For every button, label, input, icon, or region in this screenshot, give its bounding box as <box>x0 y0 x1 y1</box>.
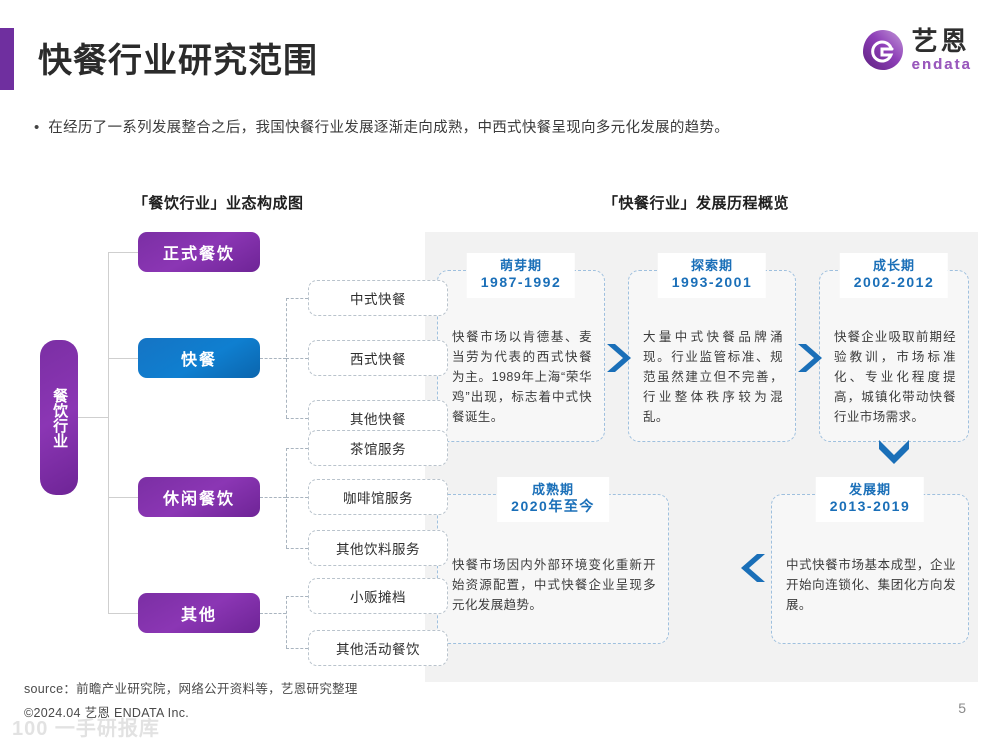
timeline-card-stage-4[interactable]: 发展期 2013-2019 中式快餐市场基本成型，企业开始向连锁化、集团化方向发… <box>771 477 969 644</box>
fastfood-timeline-panel: 萌芽期 1987-1992 快餐市场以肯德基、麦当劳为代表的西式快餐为主。198… <box>425 232 978 682</box>
tree-root-stem <box>78 417 108 418</box>
page-number: 5 <box>958 700 966 716</box>
timeline-card-stage-5[interactable]: 成熟期 2020年至今 快餐市场因内外部环境变化重新开始资源配置，中式快餐企业呈… <box>437 477 669 644</box>
tree-leaf-other-beverage[interactable]: 其他饮料服务 <box>308 530 448 566</box>
leaf-line-other-fastfood <box>286 418 308 419</box>
tree-leaf-event-catering[interactable]: 其他活动餐饮 <box>308 630 448 666</box>
restaurant-industry-tree: 餐饮行业 正式餐饮 快餐 休闲餐饮 其他 中式快餐 西式快餐 其他快餐 茶馆服务… <box>30 230 448 685</box>
arrow-right-icon-1 <box>605 342 631 379</box>
leaf-line-western-fastfood <box>286 358 308 359</box>
timeline-card-stage-3[interactable]: 成长期 2002-2012 快餐企业吸取前期经验教训，市场标准化、专业化程度提高… <box>819 253 969 442</box>
tree-leaf-western-fastfood[interactable]: 西式快餐 <box>308 340 448 376</box>
timeline-stage-body-5: 快餐市场因内外部环境变化重新开始资源配置，中式快餐企业呈现多元化发展趋势。 <box>452 558 656 612</box>
tree-node-fast-food[interactable]: 快餐 <box>138 338 260 378</box>
timeline-card-header-1: 萌芽期 1987-1992 <box>466 253 576 298</box>
leaf-spine-other <box>286 596 287 648</box>
timeline-stage-years-5: 2020年至今 <box>511 498 595 515</box>
leaf-spine-leisure <box>286 448 287 548</box>
timeline-stage-years-4: 2013-2019 <box>829 498 911 515</box>
timeline-stage-name-1: 萌芽期 <box>499 258 543 273</box>
timeline-stage-body-4: 中式快餐市场基本成型，企业开始向连锁化、集团化方向发展。 <box>786 558 956 612</box>
leaf-stem-fastfood <box>260 358 286 359</box>
timeline-card-header-2: 探索期 1993-2001 <box>657 253 767 298</box>
leaf-stem-leisure <box>260 497 286 498</box>
logo-text-cn: 艺恩 <box>911 26 970 56</box>
copyright-note: ©2024.04 艺恩 ENDATA Inc. <box>24 706 190 720</box>
tree-leaf-cafe[interactable]: 咖啡馆服务 <box>308 479 448 515</box>
timeline-stage-years-1: 1987-1992 <box>480 274 562 291</box>
logo-text-en: endata <box>911 56 972 73</box>
tree-node-formal-dining[interactable]: 正式餐饮 <box>138 232 260 272</box>
timeline-stage-name-2: 探索期 <box>690 258 734 273</box>
timeline-stage-body-1: 快餐市场以肯德基、麦当劳为代表的西式快餐为主。1989年上海“荣华鸡”出现，标志… <box>452 330 592 424</box>
leaf-stem-other <box>260 613 286 614</box>
endata-logo-mark <box>861 28 905 72</box>
endata-logo: 艺恩 endata <box>861 28 972 72</box>
leaf-line-cafe <box>286 497 308 498</box>
tree-trunk-line <box>108 252 109 614</box>
leaf-line-cn-fastfood <box>286 298 308 299</box>
timeline-card-header-5: 成熟期 2020年至今 <box>497 477 609 522</box>
arrow-left-icon <box>741 552 767 589</box>
timeline-card-header-3: 成长期 2002-2012 <box>839 253 949 298</box>
tree-leaf-vendor-stall[interactable]: 小贩摊档 <box>308 578 448 614</box>
summary-bullet: • 在经历了一系列发展整合之后，我国快餐行业发展逐渐走向成熟，中西式快餐呈现向多… <box>34 118 729 138</box>
timeline-stage-years-2: 1993-2001 <box>671 274 753 291</box>
tree-leaf-teahouse[interactable]: 茶馆服务 <box>308 430 448 466</box>
source-note: source：前瞻产业研究院，网络公开资料等，艺恩研究整理 <box>24 682 358 696</box>
bullet-text: 在经历了一系列发展整合之后，我国快餐行业发展逐渐走向成熟，中西式快餐呈现向多元化… <box>48 120 730 136</box>
leaf-line-teahouse <box>286 448 308 449</box>
bullet-marker-icon: • <box>34 119 40 136</box>
tree-node-leisure-dining[interactable]: 休闲餐饮 <box>138 477 260 517</box>
page-title: 快餐行业研究范围 <box>38 42 318 80</box>
timeline-stage-years-3: 2002-2012 <box>853 274 935 291</box>
leaf-line-other-beverage <box>286 548 308 549</box>
tree-branch-line-4 <box>108 613 138 614</box>
arrow-right-icon-2 <box>796 342 822 379</box>
timeline-stage-name-3: 成长期 <box>872 258 916 273</box>
timeline-card-stage-1[interactable]: 萌芽期 1987-1992 快餐市场以肯德基、麦当劳为代表的西式快餐为主。198… <box>437 253 605 442</box>
tree-leaf-chinese-fastfood[interactable]: 中式快餐 <box>308 280 448 316</box>
timeline-stage-body-3: 快餐企业吸取前期经验教训，市场标准化、专业化程度提高，城镇化带动快餐行业市场需求… <box>834 330 956 424</box>
tree-branch-line-3 <box>108 497 138 498</box>
tree-branch-line-1 <box>108 252 138 253</box>
timeline-card-header-4: 发展期 2013-2019 <box>815 477 925 522</box>
timeline-stage-name-5: 成熟期 <box>531 482 574 497</box>
title-accent-bar <box>0 28 14 90</box>
arrow-down-icon <box>877 438 911 471</box>
timeline-card-stage-2[interactable]: 探索期 1993-2001 大量中式快餐品牌涌现。行业监管标准、规范虽然建立但不… <box>628 253 796 442</box>
tree-node-other[interactable]: 其他 <box>138 593 260 633</box>
timeline-stage-body-2: 大量中式快餐品牌涌现。行业监管标准、规范虽然建立但不完善，行业整体秩序较为混乱。 <box>643 330 783 424</box>
tree-node-root[interactable]: 餐饮行业 <box>40 340 78 495</box>
leaf-line-vendor-stall <box>286 596 308 597</box>
timeline-stage-name-4: 发展期 <box>848 482 892 497</box>
tree-branch-line-2 <box>108 358 138 359</box>
right-section-title: 「快餐行业」发展历程概览 <box>603 195 790 212</box>
left-section-title: 「餐饮行业」业态构成图 <box>133 195 304 212</box>
leaf-line-event-catering <box>286 648 308 649</box>
